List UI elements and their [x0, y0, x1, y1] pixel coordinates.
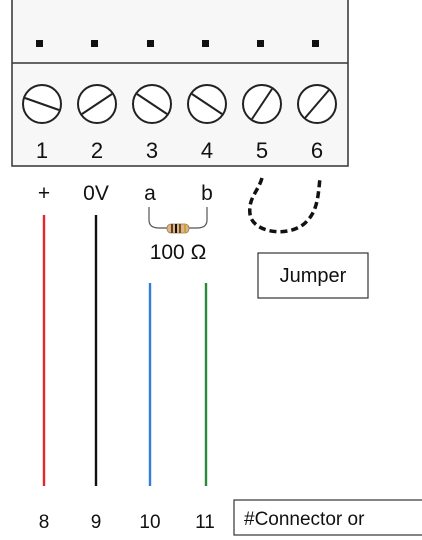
screw-icon [187, 84, 227, 124]
indicator-square [257, 40, 264, 47]
indicator-square [36, 40, 43, 47]
resistor-lead [148, 207, 167, 229]
jumper-wire [248, 177, 322, 234]
wires [42, 215, 208, 486]
terminal-label-0v: 0V [83, 182, 109, 205]
wire-number: 11 [195, 512, 215, 533]
terminal-labels: + 0V a b [38, 182, 213, 205]
indicator-square [147, 40, 154, 47]
resistor-icon [166, 223, 190, 234]
terminal-label-b: b [201, 182, 213, 205]
terminal-number: 4 [201, 138, 213, 163]
connector-label-box [233, 499, 422, 536]
terminal-label-a: a [144, 182, 156, 205]
terminal-label-plus: + [38, 182, 50, 205]
resistor-assembly: 100 Ω [148, 207, 208, 264]
terminal-number: 5 [256, 138, 268, 163]
wire-number: 8 [39, 512, 50, 533]
terminal-indicators [36, 40, 319, 47]
screw-icon [242, 84, 282, 124]
indicator-square [312, 40, 319, 47]
jumper-label-box [257, 252, 369, 299]
resistor-value-label: 100 Ω [150, 241, 207, 264]
wire-number: 9 [91, 512, 102, 533]
screw-icon [132, 84, 172, 124]
terminal-number: 2 [91, 138, 103, 163]
indicator-square [91, 40, 98, 47]
terminal-number: 1 [36, 138, 48, 163]
connector-label: #Connector or [244, 509, 365, 530]
resistor-lead [189, 207, 208, 229]
screw-icon [22, 84, 62, 124]
screw-icon [77, 84, 117, 124]
wire-numbers: 8 9 10 11 [39, 512, 215, 533]
terminal-screws [22, 84, 337, 124]
terminal-numbers: 1 2 3 4 5 6 [36, 138, 323, 163]
indicator-square [202, 40, 209, 47]
jumper-label: Jumper [280, 265, 347, 287]
terminal-block [11, 0, 349, 167]
terminal-number: 3 [146, 138, 158, 163]
terminal-number: 6 [311, 138, 323, 163]
wire-number: 10 [139, 512, 160, 533]
screw-icon [297, 84, 337, 124]
